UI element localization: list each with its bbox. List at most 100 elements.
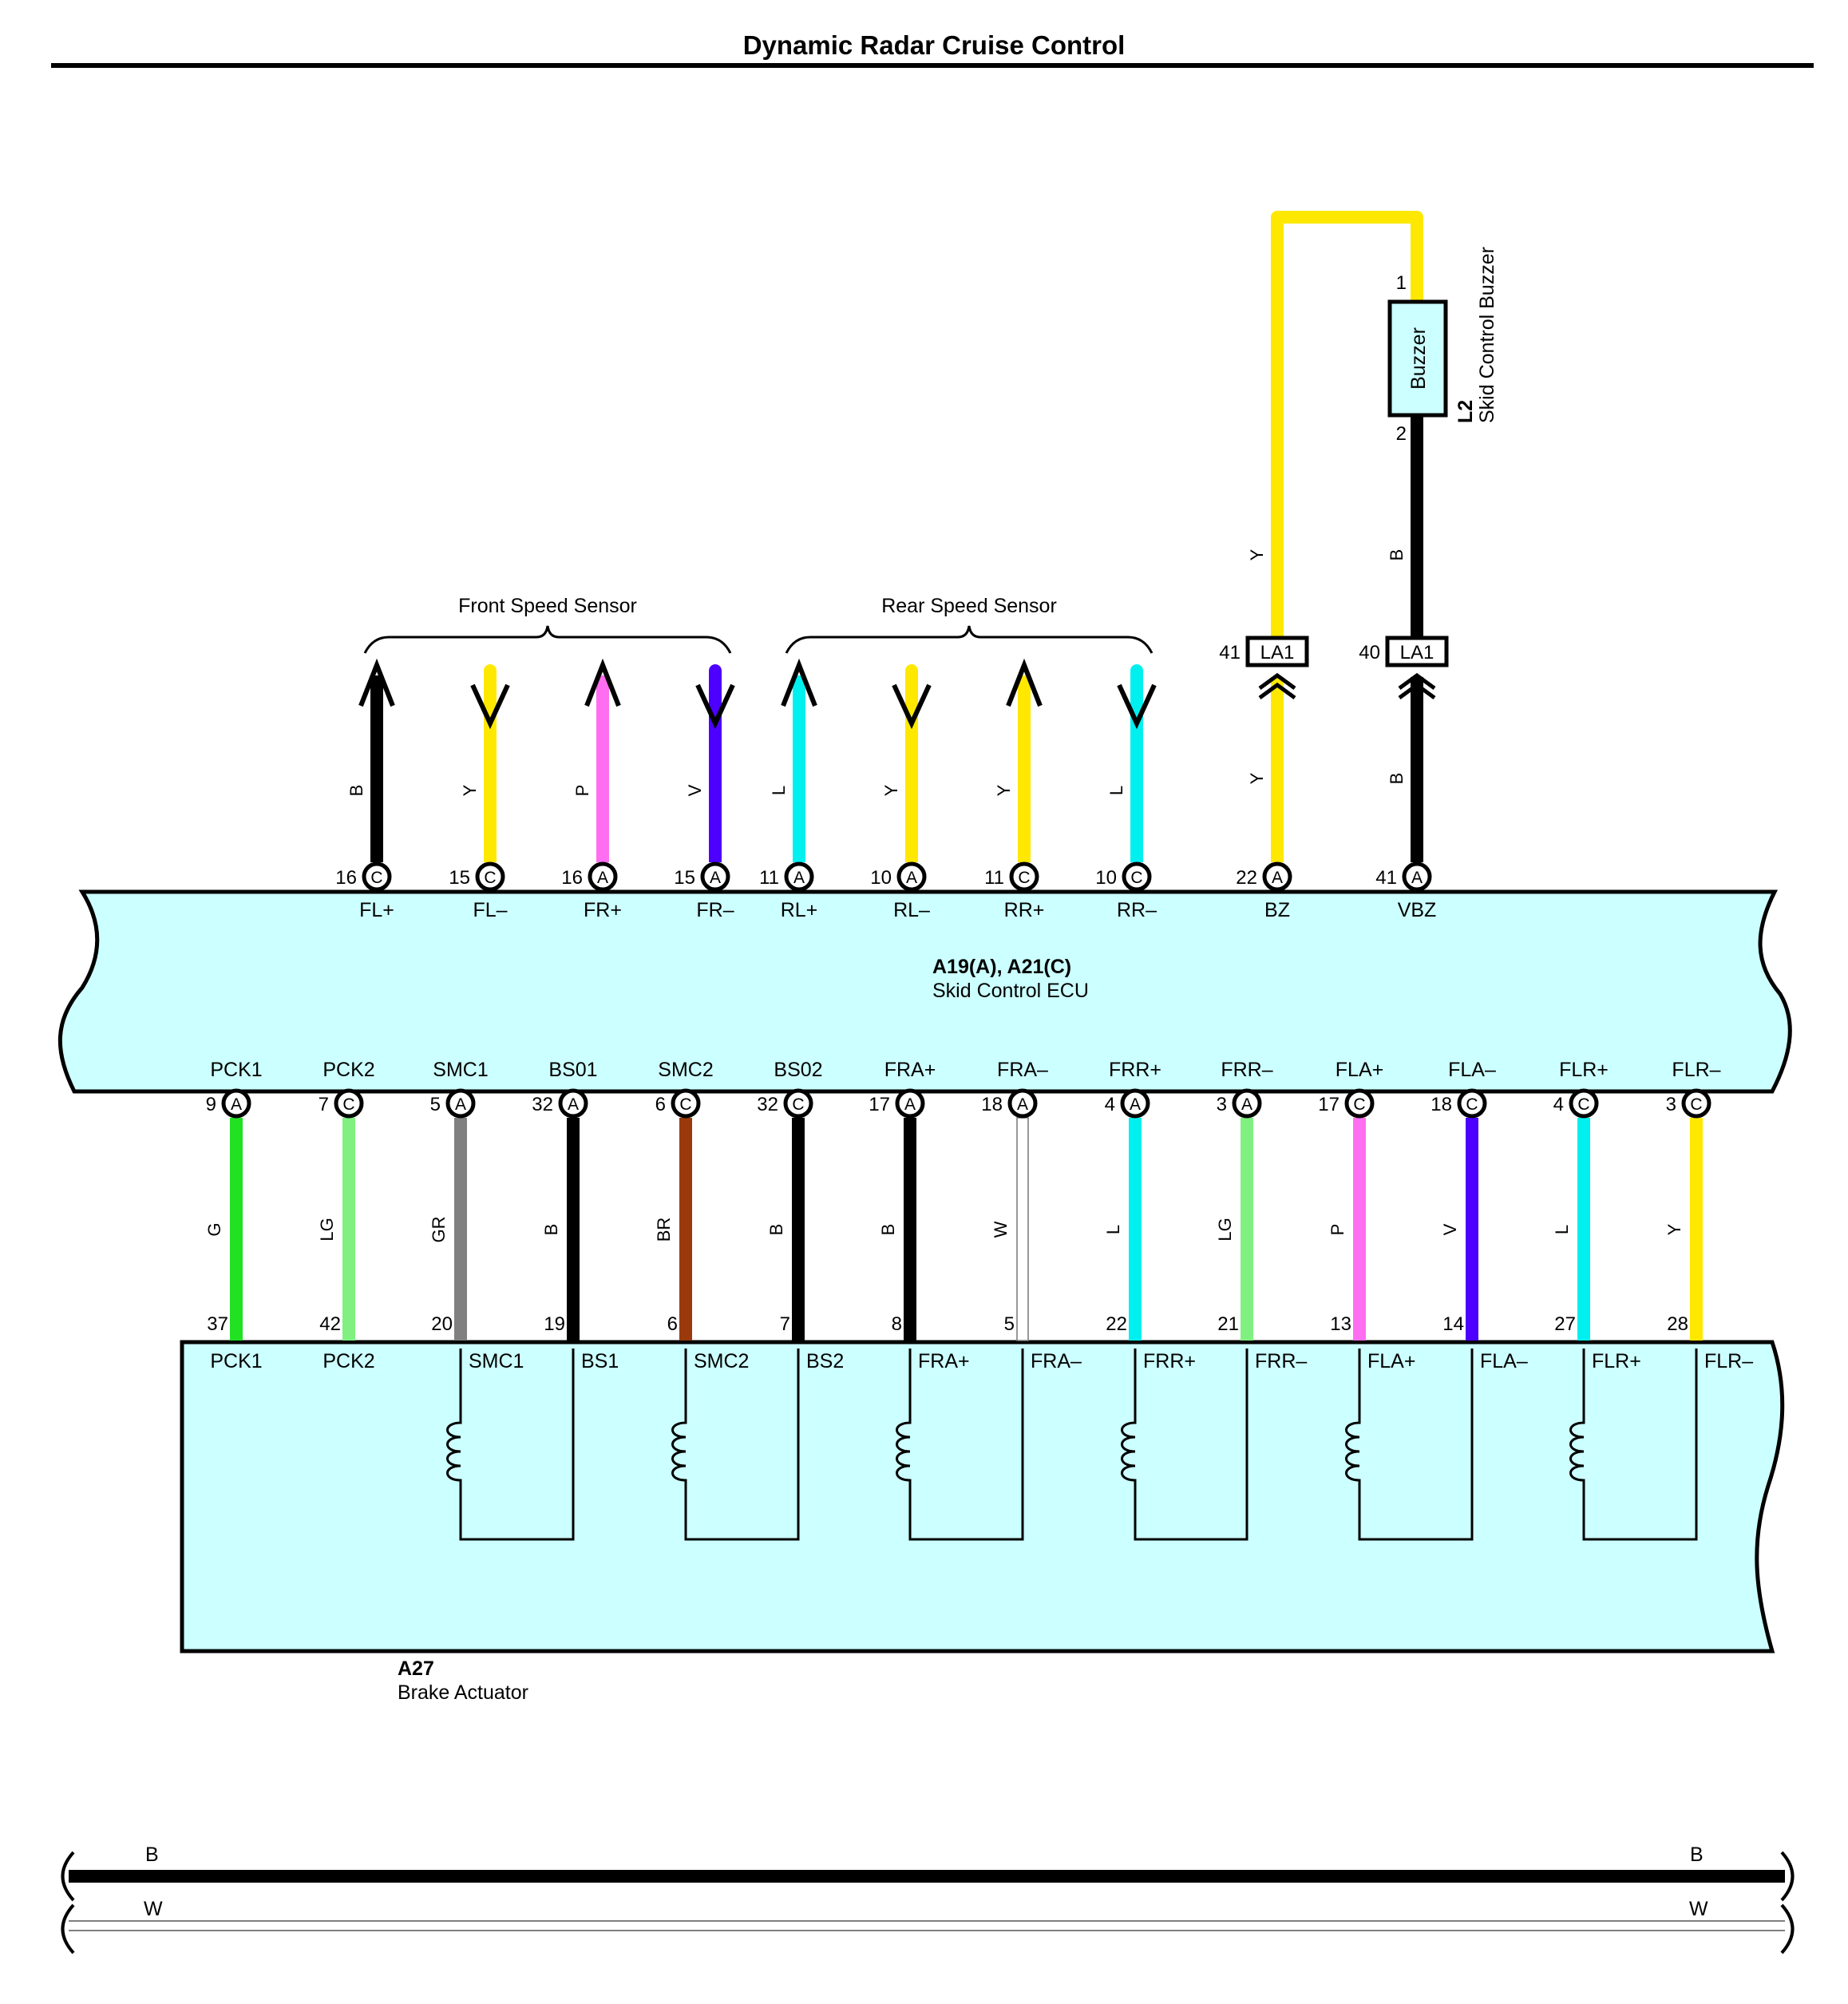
top-wire-fr-minusplus-connector	[588, 861, 618, 892]
top-wire-rr-minus-color-code: L	[1106, 786, 1126, 795]
buzzer-feed-wire	[1271, 211, 1423, 641]
bottom-wire-fra-minus-actuator-pin: 5	[1004, 1313, 1015, 1335]
bottom-wire-pck2-ecu-terminal: PCK2	[323, 1059, 374, 1081]
top-wire-rl-minusplus-color-code: L	[769, 786, 789, 795]
top-wire-fr-minusplus-pin: 16	[561, 867, 583, 889]
bottom-wire-smc1-pin: 5	[430, 1094, 441, 1115]
bottom-wire-smc2-connector	[671, 1088, 701, 1119]
bottom-wire-frr-minusplus-connector	[1120, 1088, 1150, 1119]
top-wire-rr-minusplus-color-code: Y	[994, 784, 1014, 796]
bottom-wire-fra-minus-color-code: W	[991, 1221, 1011, 1238]
bottom-wire-smc2-pin: 6	[655, 1094, 666, 1115]
buzzer-wire-bz-color-code: Y	[1247, 772, 1267, 784]
ecu-code: A19(A), A21(C)	[932, 956, 1071, 978]
bottom-wire-pck1-ecu-terminal: PCK1	[210, 1059, 262, 1081]
bottom-wire-pck1-connector-letter: A	[231, 1095, 242, 1114]
bottom-wire-frr-minus-color-code: LG	[1215, 1218, 1235, 1241]
bottom-wire-pck2-connector	[334, 1088, 364, 1119]
bottom-wire-frr-minus-connector	[1232, 1088, 1262, 1119]
rear-sensor-label: Rear Speed Sensor	[881, 595, 1057, 617]
bottom-wire-frr-minus-ecu-terminal: FRR–	[1221, 1059, 1272, 1081]
solenoid-coil-3	[896, 1349, 1024, 1541]
bottom-wire-pck2-color-code: LG	[317, 1218, 337, 1241]
bottom-wire-fra-minus-connector	[1007, 1088, 1038, 1119]
bottom-wire-flr-minusplus-color-code: L	[1552, 1225, 1572, 1234]
bottom-wire-smc2-ecu-terminal: SMC2	[658, 1059, 713, 1081]
bottom-wire-frr-minus-pin: 3	[1217, 1094, 1227, 1115]
top-wire-rl-minus-arrow	[892, 683, 932, 730]
legend-bracket-right	[1780, 1851, 1795, 1954]
top-wire-rl-minus-terminal: RL–	[893, 899, 930, 921]
bottom-wire-fra-minusplus-color-code: B	[878, 1224, 898, 1236]
bottom-wire-flr-minusplus-actuator-terminal: FLR+	[1592, 1350, 1641, 1372]
buzzer-wire-bz-junction	[1245, 636, 1309, 667]
bottom-wire-fla-minus-connector-letter: C	[1466, 1095, 1478, 1114]
top-wire-fr-minus-connector-letter: A	[710, 869, 721, 887]
top-wire-rr-minusplus-terminal: RR+	[1004, 899, 1045, 921]
bottom-wire-fra-minusplus-actuator-terminal: FRA+	[918, 1350, 970, 1372]
bottom-wire-flr-minus-ecu-terminal: FLR–	[1672, 1059, 1720, 1081]
bottom-wire-bs01-actuator-terminal: BS1	[581, 1350, 619, 1372]
actuator-body	[180, 1340, 1785, 1653]
bottom-wire-pck1-connector	[221, 1088, 251, 1119]
top-wire-fr-minusplus-arrow	[584, 658, 621, 707]
bottom-wire-frr-minusplus-pin: 4	[1105, 1094, 1115, 1115]
buzzer-wire-vbz-color-code: B	[1387, 773, 1407, 785]
bottom-wire-frr-minus-actuator-terminal: FRR–	[1255, 1350, 1307, 1372]
solenoid-5	[1345, 1349, 1474, 1541]
top-wire-fl-minus-color-code: Y	[460, 784, 480, 796]
bottom-wire-fla-minusplus-connector	[1344, 1088, 1375, 1119]
buzzer-name: Skid Control Buzzer	[1476, 247, 1498, 423]
top-wire-fl-minus-pin: 15	[449, 867, 470, 889]
bottom-wire-pck1-actuator-pin: 37	[207, 1313, 228, 1335]
bottom-wire-pck1-actuator-terminal: PCK1	[210, 1350, 262, 1372]
bottom-wire-fla-minus-ecu-terminal: FLA–	[1448, 1059, 1496, 1081]
bottom-wire-fla-minus-pin: 18	[1431, 1094, 1452, 1115]
bottom-wire-fla-minusplus-actuator-terminal: FLA+	[1367, 1350, 1415, 1372]
bottom-wire-pck2-actuator-pin: 42	[319, 1313, 341, 1335]
buzzer-wire-vbz-junction	[1385, 636, 1449, 667]
bottom-wire-bs01-color-code: B	[541, 1224, 561, 1236]
bottom-wire-smc1-ecu-terminal: SMC1	[433, 1059, 488, 1081]
bottom-wire-bs02-connector-letter: C	[792, 1095, 804, 1114]
bottom-wire-fla-minusplus-ecu-terminal: FLA+	[1336, 1059, 1383, 1081]
buzzer-wire-vbz-upper-color-code: B	[1387, 549, 1407, 561]
bottom-wire-smc1-connector	[445, 1088, 476, 1119]
bottom-wire-bs02-ecu-terminal: BS02	[774, 1059, 822, 1081]
bottom-wire-fla-minusplus-color-code: P	[1328, 1224, 1347, 1236]
top-wire-fl-minusplus-terminal: FL+	[359, 899, 394, 921]
front-sensor-brace	[363, 625, 732, 654]
top-wire-rr-minusplus-arrow	[1006, 658, 1043, 707]
solenoid-coil-4	[1121, 1349, 1248, 1541]
solenoid-6	[1569, 1349, 1698, 1541]
bottom-wire-bs02-actuator-pin: 7	[780, 1313, 790, 1335]
buzzer-wire-bz-terminal: BZ	[1264, 899, 1290, 921]
top-wire-fl-minus-arrow	[470, 683, 510, 730]
buzzer-pin-1: 1	[1396, 272, 1407, 294]
legend-code-w-right: W	[1689, 1898, 1708, 1920]
bottom-wire-pck1-color-code: G	[204, 1222, 224, 1236]
legend-code-b-left: B	[145, 1844, 159, 1866]
bottom-wire-flr-minusplus-pin: 4	[1553, 1094, 1564, 1115]
bottom-wire-flr-minus-color-code: Y	[1664, 1223, 1684, 1235]
buzzer-wire-bz-junction-arrow-1	[1258, 672, 1296, 691]
top-wire-fl-minusplus-arrow	[358, 658, 395, 707]
top-wire-rr-minus-pin: 10	[1095, 867, 1117, 889]
top-wire-rl-minusplus-pin: 11	[759, 867, 779, 889]
top-wire-fr-minusplus-color-code: P	[572, 785, 592, 797]
buzzer-pin-2: 2	[1396, 423, 1407, 445]
bottom-wire-bs01-pin: 32	[532, 1094, 553, 1115]
solenoid-1	[446, 1349, 575, 1541]
bottom-wire-smc2-actuator-terminal: SMC2	[694, 1350, 749, 1372]
bottom-wire-fla-minus-actuator-pin: 14	[1442, 1313, 1464, 1335]
rear-sensor-brace	[785, 625, 1154, 654]
solenoid-coil-6	[1569, 1349, 1698, 1541]
buzzer-wire-vbz-terminal: VBZ	[1398, 899, 1437, 921]
bottom-wire-flr-minus-connector	[1681, 1088, 1711, 1119]
bottom-wire-fra-minus	[1016, 1117, 1029, 1341]
top-wire-fr-minusplus-connector-letter: A	[597, 869, 608, 887]
bottom-wire-flr-minusplus-ecu-terminal: FLR+	[1559, 1059, 1609, 1081]
ecu-body	[57, 889, 1792, 1094]
bottom-wire-fra-minusplus-ecu-terminal: FRA+	[884, 1059, 936, 1081]
